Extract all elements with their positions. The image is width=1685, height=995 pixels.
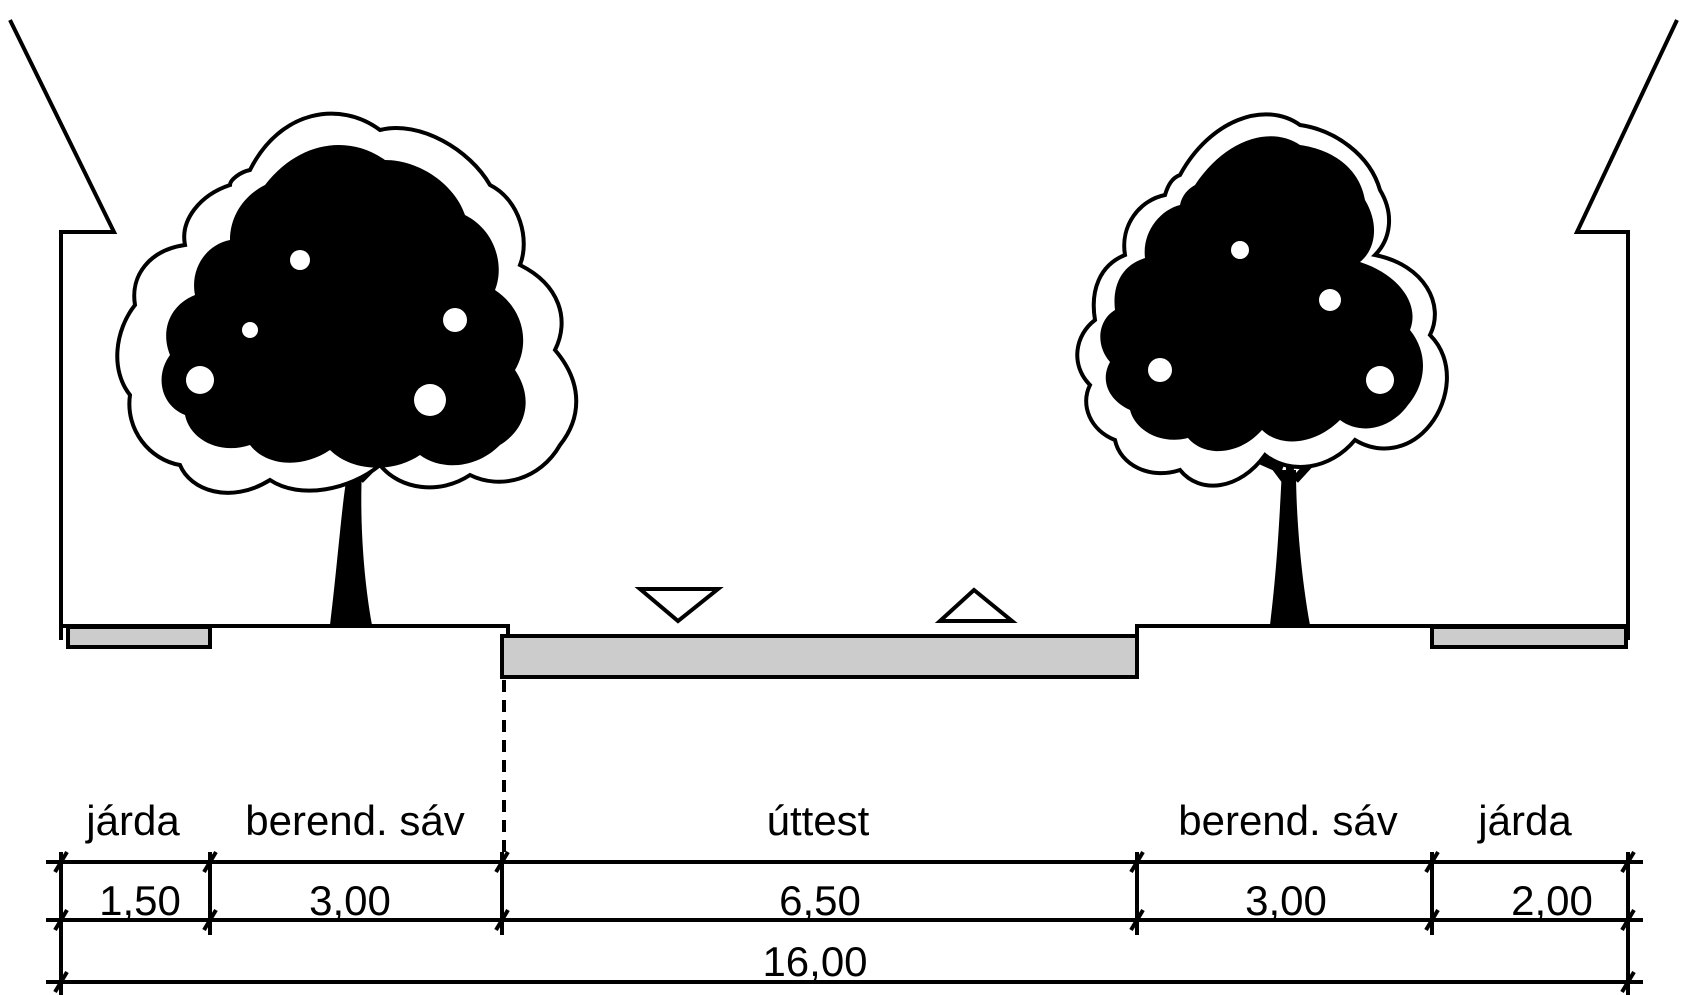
- dimension-value-2: 3,00: [309, 877, 391, 924]
- left-sidewalk-paving: [66, 625, 212, 649]
- section-label-5: járda: [1476, 797, 1572, 844]
- right-sidewalk-paving: [1430, 625, 1628, 649]
- dimension-value-4: 3,00: [1245, 877, 1327, 924]
- dimension-value-5: 2,00: [1511, 877, 1593, 924]
- right-tree-icon: [1075, 112, 1449, 625]
- carriageway-paving: [500, 634, 1139, 679]
- right-building-outline: [1573, 19, 1679, 640]
- dimension-lines: [46, 850, 1643, 995]
- down-triangle-icon: [634, 587, 724, 624]
- left-building-outline: [8, 19, 118, 640]
- section-label-2: berend. sáv: [245, 797, 464, 844]
- total-width-value: 16,00: [762, 938, 867, 985]
- dimension-value-1: 1,50: [99, 877, 181, 924]
- dimension-value-3: 6,50: [779, 877, 861, 924]
- section-label-3: úttest: [767, 797, 870, 844]
- left-tree-icon: [115, 111, 579, 625]
- section-label-4: berend. sáv: [1178, 797, 1397, 844]
- up-triangle-icon: [934, 587, 1018, 623]
- section-label-1: járda: [84, 797, 180, 844]
